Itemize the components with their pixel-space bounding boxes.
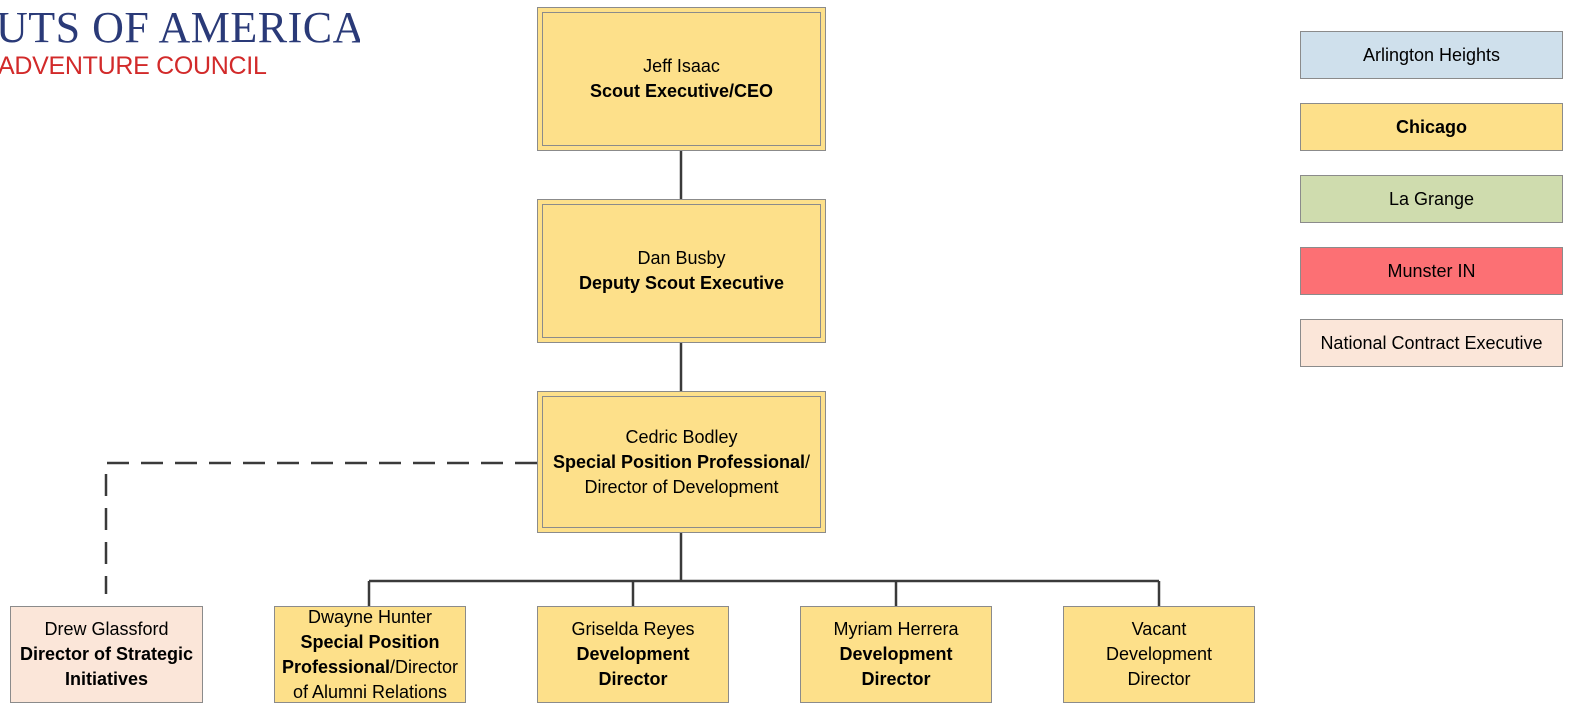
legend-arlington-heights: Arlington Heights (1300, 31, 1563, 79)
node-title-line-1: Development (839, 644, 953, 664)
node-title-line-2: Director (598, 669, 668, 689)
node-title-line-3: of Alumni Relations (292, 681, 448, 702)
legend-label: National Contract Executive (1320, 332, 1543, 353)
legend-munster-in: Munster IN (1300, 247, 1563, 295)
node-title-line-2: Director (861, 669, 931, 689)
node-name: Jeff Isaac (643, 56, 720, 76)
legend-chicago: Chicago (1300, 103, 1563, 151)
node-title-line-2: Director of Development (584, 476, 779, 497)
node-title-line-1: Development (576, 644, 690, 664)
logo-line-1: UTS OF AMERICA (0, 3, 360, 52)
node-name: Griselda Reyes (571, 619, 695, 639)
node-development-director-vacant: Vacant Development Director (1063, 606, 1255, 703)
node-director-of-development: Cedric Bodley Special Position Professio… (537, 391, 826, 533)
legend-national-contract-executive: National Contract Executive (1300, 319, 1563, 367)
legend-label: Chicago (1395, 116, 1467, 137)
node-title-line-1: Director of Strategic (19, 644, 194, 664)
node-title: Deputy Scout Executive (578, 273, 785, 293)
node-development-director-reyes: Griselda Reyes Development Director (537, 606, 729, 703)
node-name: Myriam Herrera (833, 619, 959, 639)
legend-label: Arlington Heights (1362, 44, 1501, 65)
council-logo: UTS OF AMERICA® ADVENTURE COUNCIL (0, 0, 360, 90)
node-title-line-1: Development (1105, 644, 1213, 664)
dotted-line-to-strategic (104, 461, 537, 594)
node-name: Drew Glassford (44, 619, 169, 639)
node-title-line-1: Special Position (300, 631, 440, 652)
legend-la-grange: La Grange (1300, 175, 1563, 223)
node-name: Dwayne Hunter (307, 606, 433, 627)
legend-label: La Grange (1388, 188, 1475, 209)
node-name: Vacant (1131, 619, 1187, 639)
node-title-line-2: Director (1127, 669, 1191, 689)
node-title-bold-2: Professional (281, 656, 391, 677)
legend-label: Munster IN (1387, 260, 1476, 281)
node-name: Cedric Bodley (625, 426, 738, 447)
logo-line-2: ADVENTURE COUNCIL (0, 52, 267, 80)
node-director-of-strategic-initiatives: Drew Glassford Director of Strategic Ini… (10, 606, 203, 703)
node-title-line-2: Initiatives (64, 669, 149, 689)
node-title: Scout Executive/CEO (589, 81, 774, 101)
node-title-rest-2: /Director (390, 656, 459, 677)
node-name: Dan Busby (637, 248, 726, 268)
node-development-director-herrera: Myriam Herrera Development Director (800, 606, 992, 703)
node-scout-executive: Jeff Isaac Scout Executive/CEO (537, 7, 826, 151)
node-title-separator: / (805, 451, 811, 472)
node-director-of-alumni-relations: Dwayne Hunter Special Position Professio… (274, 606, 466, 703)
node-title-bold: Special Position Professional (552, 451, 806, 472)
node-deputy-scout-executive: Dan Busby Deputy Scout Executive (537, 199, 826, 343)
